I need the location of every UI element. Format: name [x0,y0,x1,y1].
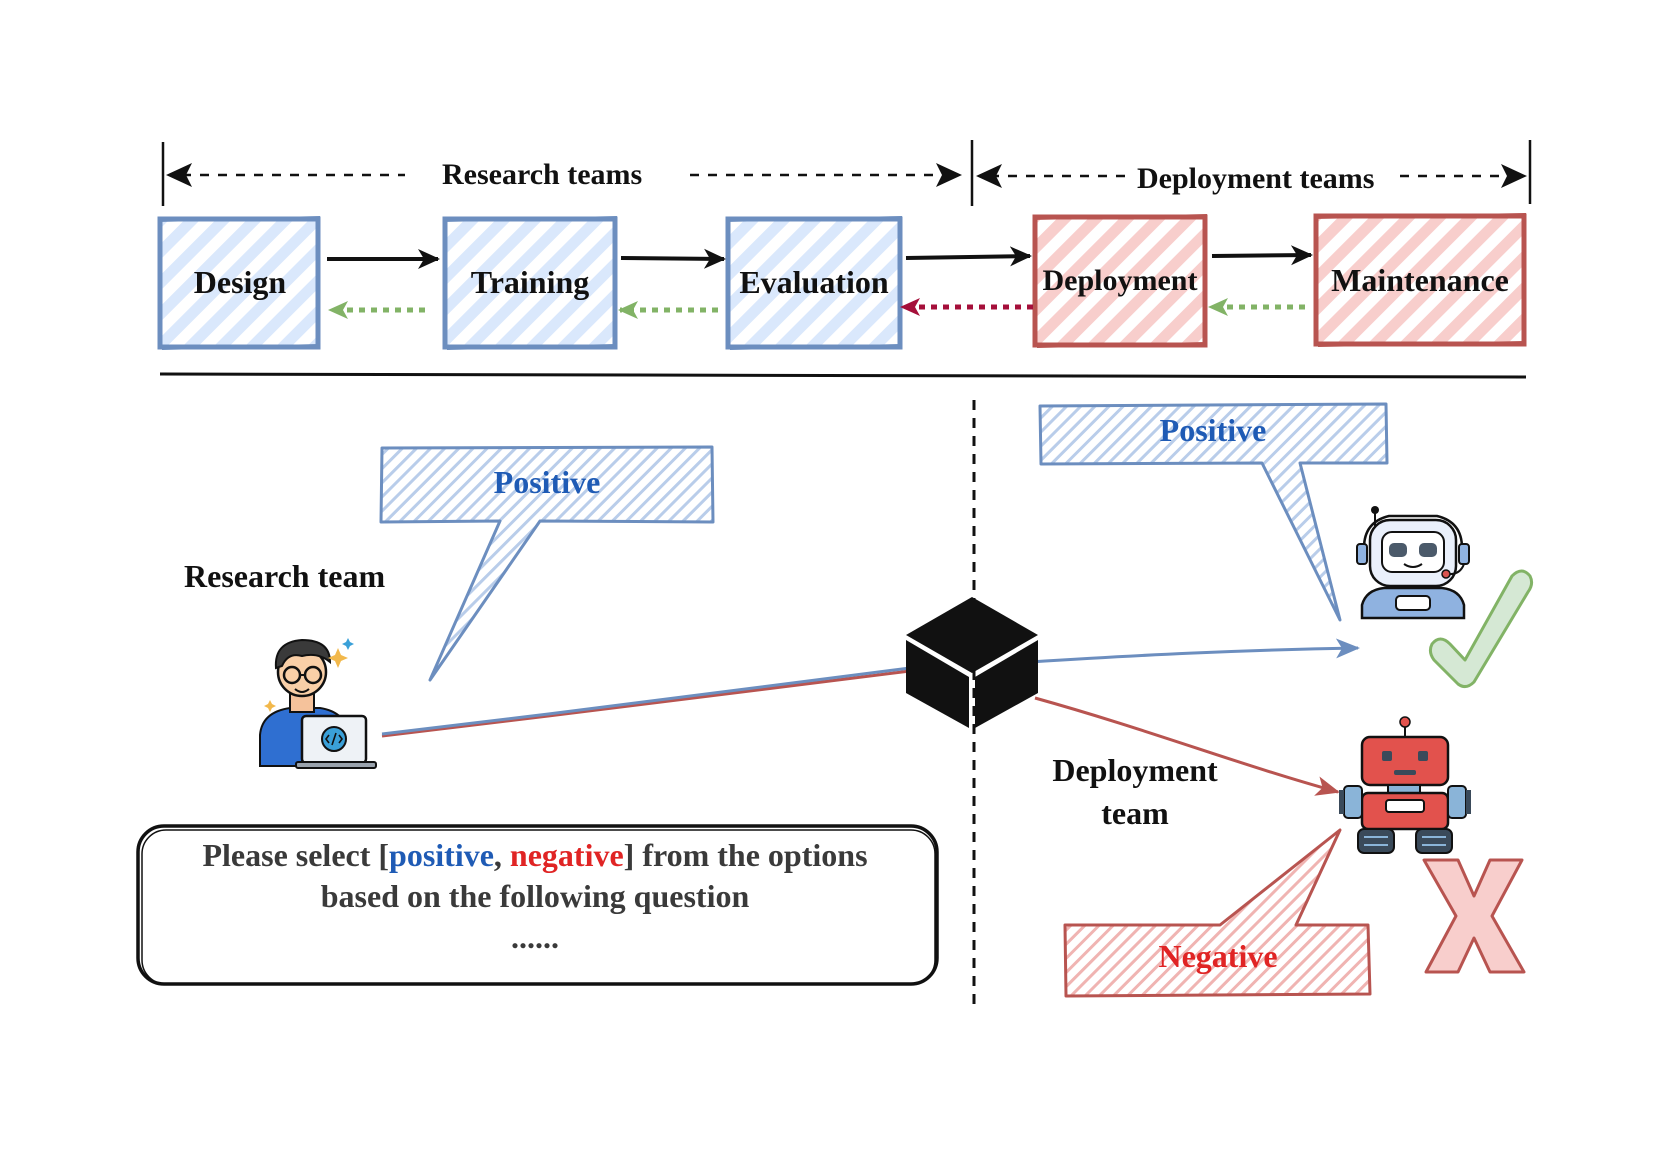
deployment-team-label-line2: team [1101,795,1169,831]
prompt-after: ] from the options [623,837,868,873]
checkmark-icon [1428,569,1534,689]
developer-icon [259,638,377,769]
stage-label-evaluation: Evaluation [739,264,889,300]
stage-label-design: Design [193,264,287,300]
stage-box-maintenance [1313,213,1527,347]
research-teams-label: Research teams [442,158,643,191]
prompt-line-3: ...... [511,919,559,955]
speech-bubble-right-top [1038,402,1389,622]
stage-label-deployment: Deployment [1042,264,1198,297]
black-box-icon [906,597,1038,728]
cross-icon [1422,858,1526,974]
deployment-teams-label: Deployment teams [1137,162,1375,195]
feedback-arrows [328,298,1305,319]
prompt-text: Please select [positive, negative] from … [150,835,920,958]
prompt-line-1: Please select [positive, negative] from … [150,835,920,876]
prompt-separator: , [493,837,510,873]
prompt-before: Please select [ [202,837,390,873]
right-top-bubble-text: Positive [1159,412,1267,448]
prompt-box [136,824,939,986]
stage-box-design [157,216,321,350]
stage-label-training: Training [470,264,590,300]
research-team-label: Research team [184,558,386,594]
stage-box-deployment [1032,214,1208,348]
prompt-line-2: based on the following question [320,878,750,914]
stage-box-training [442,216,618,350]
speech-bubble-left [379,445,715,682]
stage-box-evaluation [725,216,903,350]
robot-negative-icon [1339,716,1471,854]
flow-lines [381,638,1360,796]
robot-positive-icon [1356,506,1470,620]
prompt-negative-option: negative [509,837,624,873]
prompt-positive-option: positive [389,837,494,873]
stage-label-maintenance: Maintenance [1331,262,1509,298]
deployment-team-label-line1: Deployment [1052,752,1218,788]
left-bubble-text: Positive [493,464,601,500]
right-bottom-bubble-text: Negative [1158,938,1278,974]
horizontal-separator [159,372,1527,379]
forward-arrows [327,245,1313,269]
timeline-bracket [161,140,1532,206]
speech-bubble-right-bottom [1063,828,1372,998]
